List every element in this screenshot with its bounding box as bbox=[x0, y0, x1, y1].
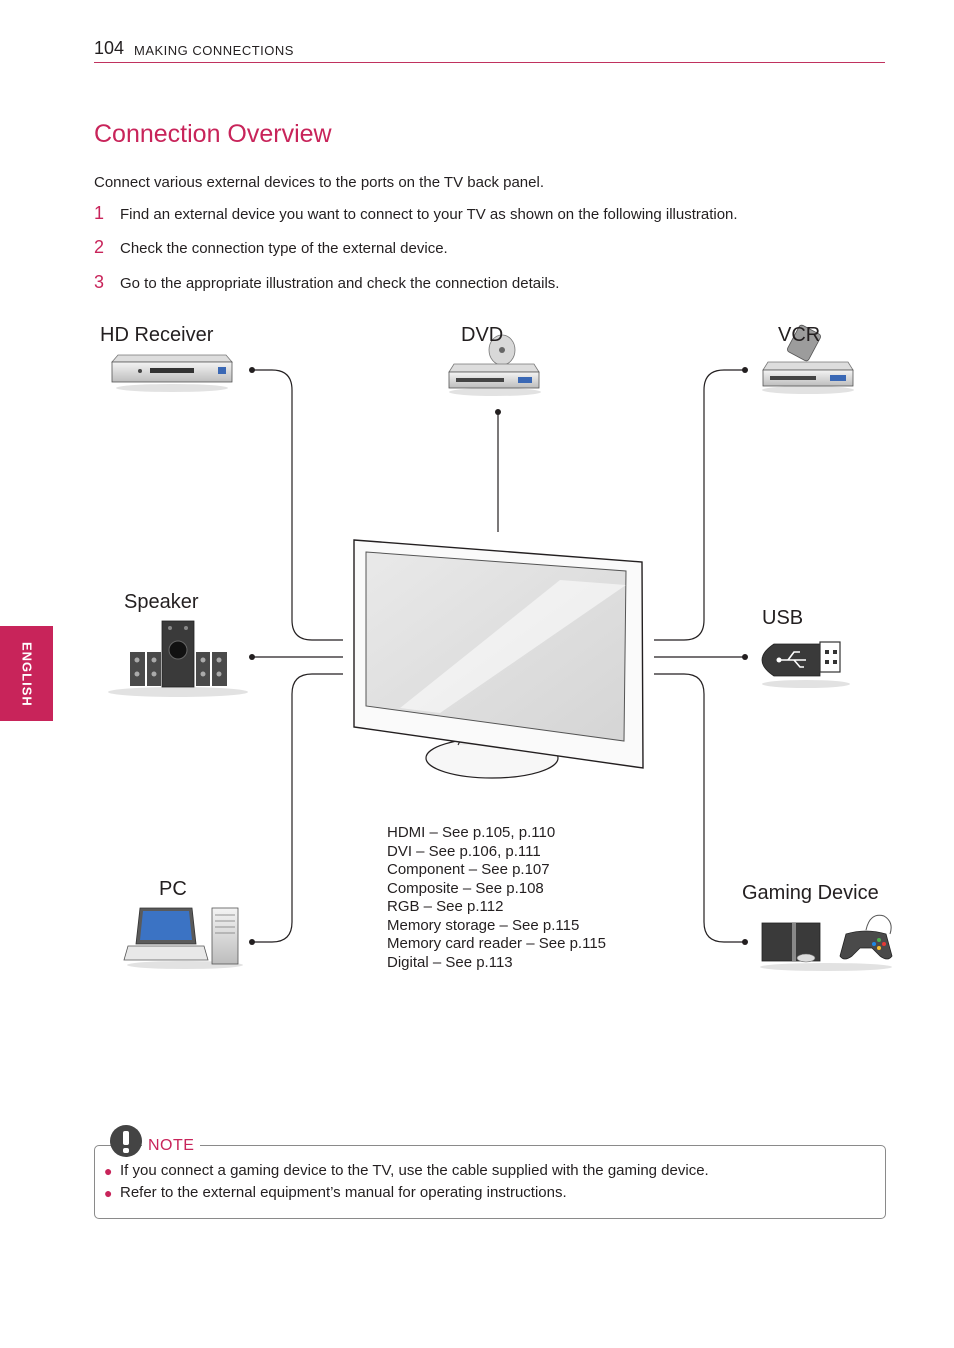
page-number: 104 bbox=[94, 38, 125, 58]
dvd-icon bbox=[448, 334, 541, 396]
step-text: Go to the appropriate illustration and c… bbox=[120, 275, 560, 292]
language-tab bbox=[0, 626, 53, 721]
tv-icon bbox=[353, 539, 644, 779]
exclamation-icon-bar bbox=[123, 1131, 129, 1145]
connection-item: Digital – See p.113 bbox=[387, 953, 513, 971]
intro-text: Connect various external devices to the … bbox=[94, 174, 544, 191]
label-usb: USB bbox=[762, 607, 804, 629]
usb-icon bbox=[761, 641, 850, 688]
speaker-icon bbox=[108, 620, 248, 697]
connection-item: DVI – See p.106, p.111 bbox=[387, 842, 541, 860]
connection-item: Memory storage – See p.115 bbox=[387, 916, 580, 934]
page-title: Connection Overview bbox=[94, 120, 332, 148]
note-label: NOTE bbox=[142, 1137, 201, 1155]
connection-diagram bbox=[108, 324, 893, 971]
step-number: 1 bbox=[94, 203, 105, 223]
connection-item: Memory card reader – See p.115 bbox=[387, 935, 607, 952]
connection-item: RGB – See p.112 bbox=[387, 898, 504, 915]
note-item: Refer to the external equipment’s manual… bbox=[120, 1184, 567, 1201]
vcr-icon bbox=[762, 324, 854, 394]
step-number: 3 bbox=[94, 272, 105, 292]
section-title: MAKING CONNECTIONS bbox=[134, 43, 294, 58]
label-dvd: DVD bbox=[461, 324, 504, 346]
language-tab-label: ENGLISH bbox=[19, 641, 35, 707]
label-pc: PC bbox=[159, 878, 187, 900]
connection-item: Composite – See p.108 bbox=[387, 879, 544, 897]
header-rule bbox=[94, 62, 885, 63]
connection-types-list: HDMI – See p.105, p.110 DVI – See p.106,… bbox=[387, 824, 606, 972]
bullet-icon: ● bbox=[104, 1185, 113, 1201]
bullet-icon: ● bbox=[104, 1163, 113, 1179]
label-vcr: VCR bbox=[778, 324, 821, 346]
step-text: Check the connection type of the externa… bbox=[120, 240, 448, 257]
exclamation-icon-dot bbox=[123, 1148, 129, 1153]
note-item: If you connect a gaming device to the TV… bbox=[120, 1162, 709, 1179]
label-gaming-device: Gaming Device bbox=[742, 882, 879, 904]
pc-icon bbox=[123, 907, 243, 969]
gaming-device-icon bbox=[760, 914, 893, 971]
label-speaker: Speaker bbox=[124, 591, 199, 613]
note-box bbox=[94, 1145, 886, 1219]
label-hd-receiver: HD Receiver bbox=[100, 324, 214, 346]
hd-receiver-icon bbox=[111, 354, 233, 392]
cable-lines bbox=[252, 369, 745, 943]
connection-item: HDMI – See p.105, p.110 bbox=[387, 824, 556, 841]
step-text: Find an external device you want to conn… bbox=[120, 206, 738, 223]
step-number: 2 bbox=[94, 237, 105, 257]
cable-dots bbox=[249, 367, 748, 945]
connection-item: Component – See p.107 bbox=[387, 861, 550, 878]
